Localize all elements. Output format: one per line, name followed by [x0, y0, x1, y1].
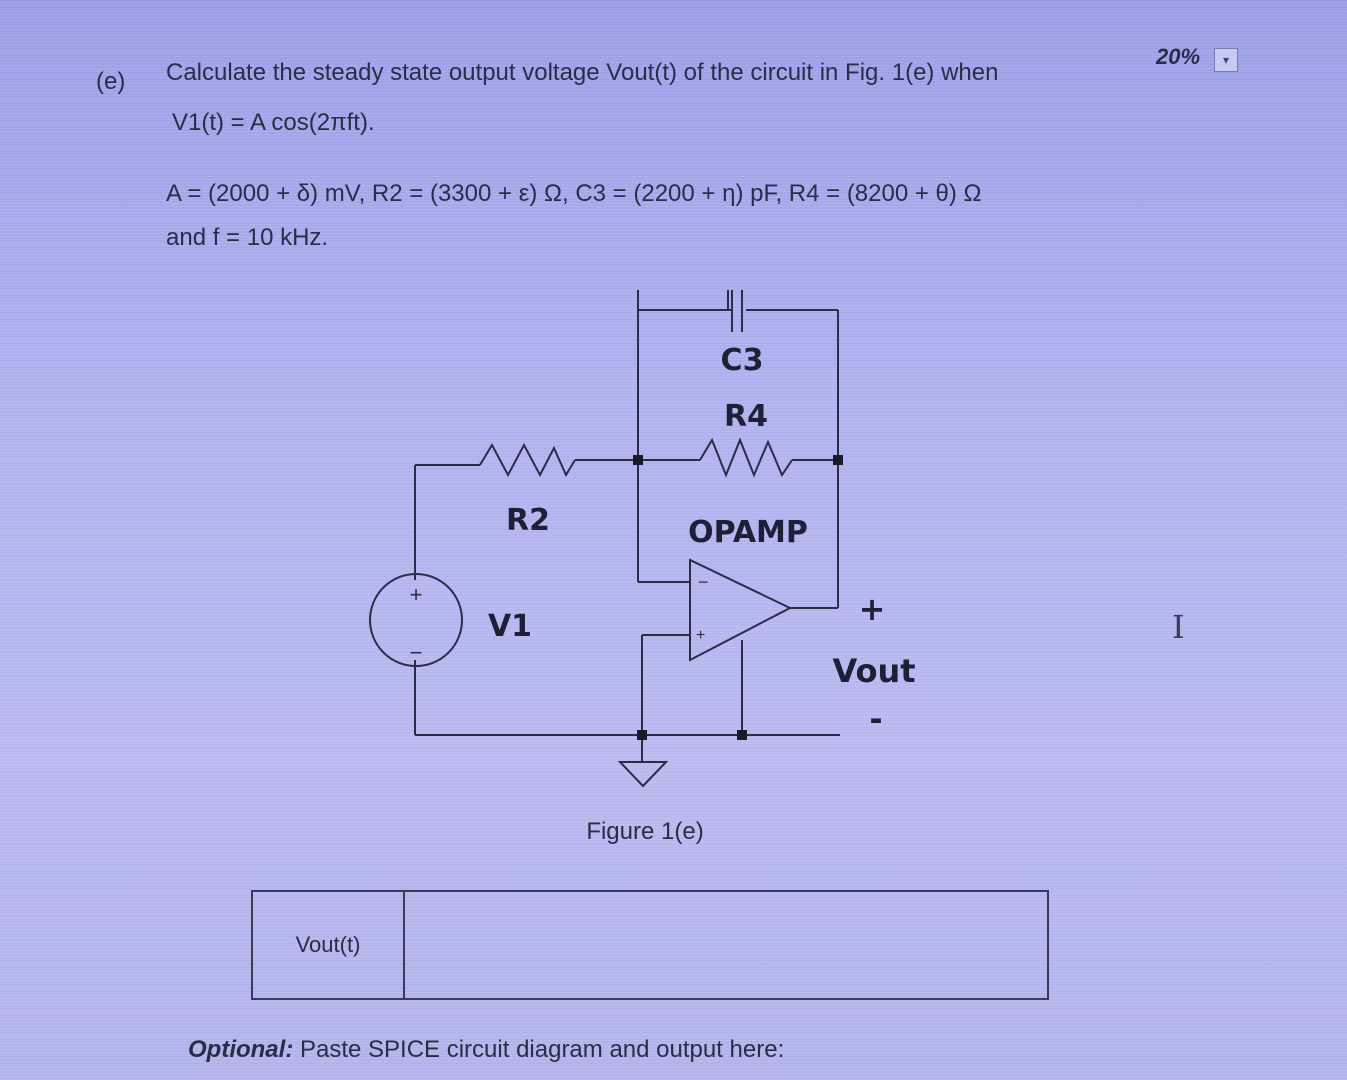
capacitor-c3 — [731, 290, 743, 332]
question-label: (e) — [96, 68, 126, 95]
optional-bold: Optional: — [188, 1036, 294, 1063]
question-line-2: V1(t) = A cos(2πft). — [172, 109, 375, 136]
weight-value[interactable]: 20% — [1156, 44, 1201, 69]
vout-label: Vout — [832, 652, 915, 690]
question-text: Calculate the steady state output voltag… — [166, 48, 1126, 148]
node-dot — [737, 730, 747, 740]
vout-plus: + — [859, 590, 886, 628]
opamp-minus: − — [698, 572, 709, 592]
opamp-plus: + — [696, 627, 705, 644]
voltage-source-v1: + − — [369, 573, 463, 667]
ground-icon — [617, 761, 669, 788]
node-dots — [633, 455, 843, 740]
circuit-diagram: + − − + C3 R4 R2 OPAMP V1 + Vout - — [369, 290, 916, 788]
params-line-2: and f = 10 kHz. — [166, 224, 329, 251]
question-params: A = (2000 + δ) mV, R2 = (3300 + ε) Ω, C3… — [166, 172, 1146, 260]
figure-caption: Figure 1(e) — [586, 818, 704, 845]
answer-input[interactable] — [405, 892, 1047, 998]
source-plus: + — [410, 582, 423, 607]
optional-note: Optional: Paste SPICE circuit diagram an… — [188, 1036, 784, 1064]
answer-label: Vout(t) — [253, 892, 405, 998]
node-dot — [833, 455, 843, 465]
r2-label: R2 — [506, 503, 550, 538]
resistor-r4 — [699, 437, 793, 478]
r4-label: R4 — [724, 399, 768, 434]
opamp-symbol: − + — [689, 558, 793, 662]
params-line-1: A = (2000 + δ) mV, R2 = (3300 + ε) Ω, C3… — [166, 180, 982, 207]
optional-text: Paste SPICE circuit diagram and output h… — [293, 1036, 785, 1063]
vout-minus: - — [869, 700, 882, 738]
resistor-r2 — [479, 442, 576, 478]
node-dot — [637, 730, 647, 740]
text-cursor-icon: I — [1172, 608, 1185, 646]
wires — [414, 290, 840, 762]
opamp-label: OPAMP — [688, 515, 808, 550]
circuit-labels: C3 R4 R2 OPAMP V1 + Vout - — [488, 343, 916, 738]
question-line-1: Calculate the steady state output voltag… — [166, 59, 999, 86]
chevron-down-icon[interactable]: ▾ — [1214, 48, 1238, 72]
answer-table: Vout(t) — [251, 890, 1049, 1000]
source-minus: − — [410, 640, 423, 665]
v1-label: V1 — [488, 609, 532, 644]
c3-label: C3 — [721, 343, 764, 378]
node-dot — [633, 455, 643, 465]
